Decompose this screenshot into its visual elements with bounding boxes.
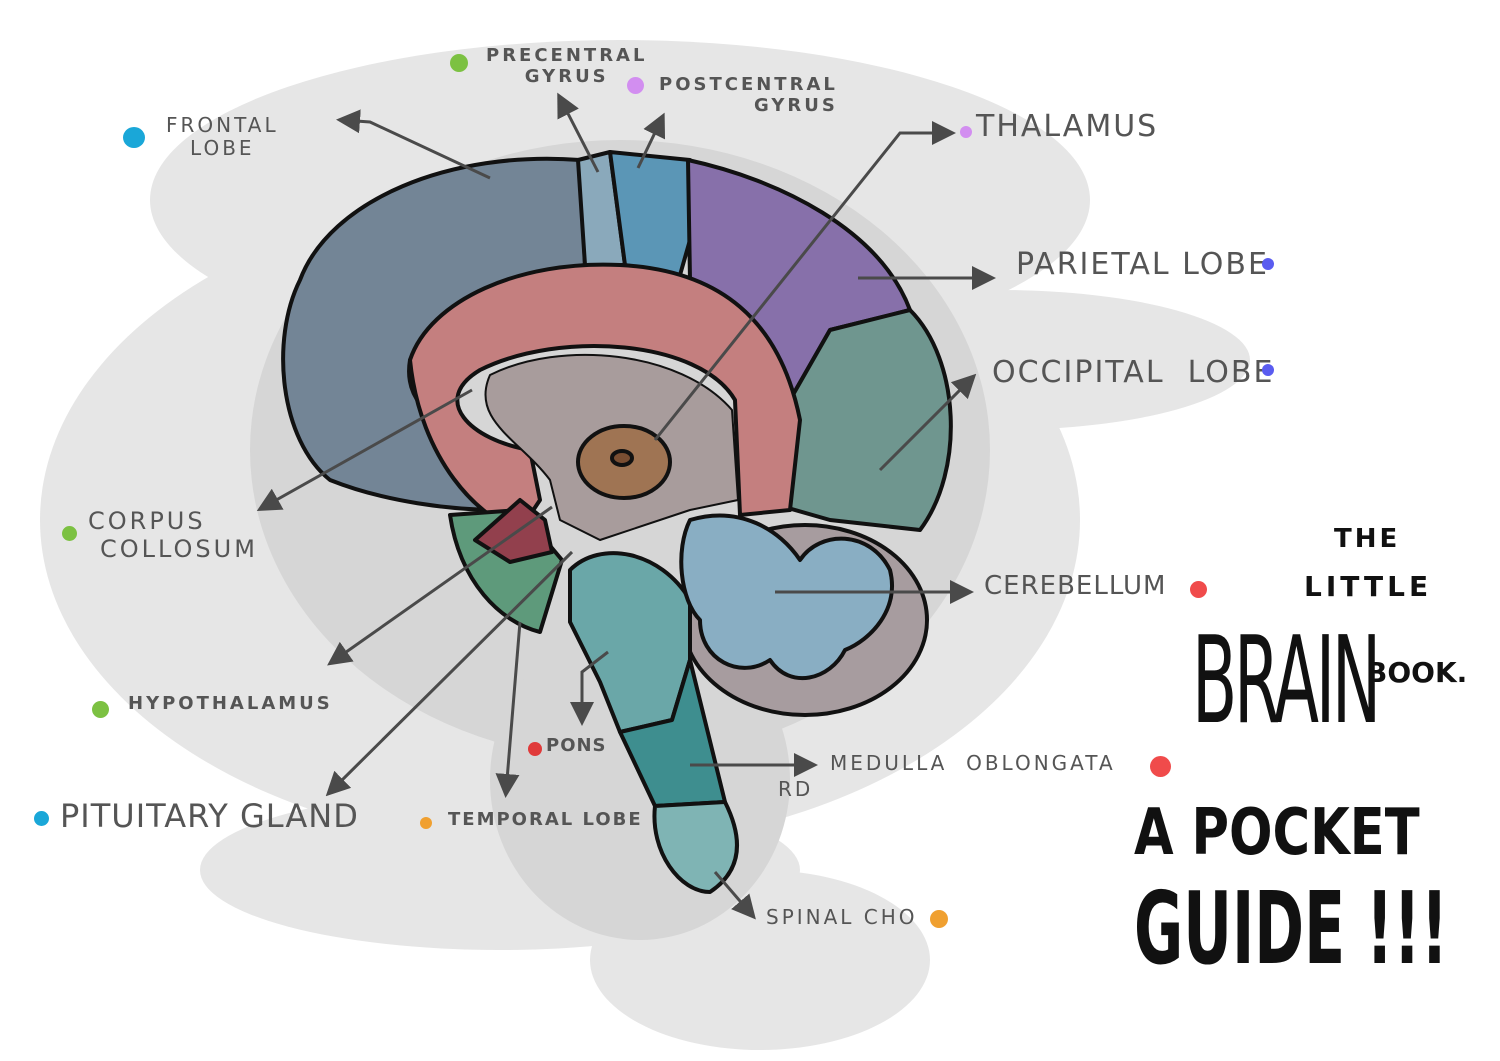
label-line: COLLOSUM bbox=[100, 534, 258, 563]
label-arrows bbox=[256, 92, 996, 920]
parietal-dot bbox=[1262, 258, 1274, 270]
temporal-dot bbox=[420, 817, 432, 829]
medulla-continuation-label: RD bbox=[778, 777, 814, 801]
medulla-oblongata-label: MEDULLA OBLONGATA bbox=[830, 751, 1116, 775]
spinal-dot bbox=[930, 910, 948, 928]
cerebellum-dot bbox=[1190, 581, 1207, 598]
title-little: LITTLE bbox=[1304, 570, 1433, 603]
label-line: GYRUS bbox=[754, 94, 838, 116]
frontal-lobe-label: FRONTAL LOBE bbox=[166, 114, 279, 160]
occipital-lobe-region bbox=[758, 308, 953, 532]
label-line: POSTCENTRAL bbox=[659, 74, 838, 95]
occipital-lobe-label: OCCIPITAL LOBE bbox=[992, 355, 1275, 390]
title-the: THE bbox=[1334, 524, 1401, 554]
title-brain: BRAIN bbox=[1192, 612, 1381, 751]
label-line: FRONTAL bbox=[166, 113, 279, 137]
thalamus-dot bbox=[960, 126, 972, 138]
subtitle-a-pocket: A POCKET bbox=[1134, 796, 1420, 870]
label-line: GYRUS bbox=[524, 65, 609, 87]
pituitary-dot bbox=[34, 811, 49, 826]
occipital-dot bbox=[1262, 364, 1274, 376]
postcentral-gyrus-region bbox=[608, 150, 692, 277]
cerebellum-label: CEREBELLUM bbox=[984, 571, 1167, 601]
pons-dot bbox=[528, 742, 542, 756]
corpus-callosum-label: CORPUS COLLOSUM bbox=[88, 507, 258, 563]
pituitary-gland-label: PITUITARY GLAND bbox=[60, 797, 359, 835]
medulla-dot bbox=[1150, 756, 1171, 777]
frontal-dot bbox=[123, 127, 145, 148]
cerebellum-inner-region bbox=[679, 513, 894, 680]
label-line: CORPUS bbox=[88, 507, 206, 535]
subtitle-guide: GUIDE !!! bbox=[1134, 870, 1449, 987]
spinal-cord-label: SPINAL CHO bbox=[766, 905, 918, 929]
title-book: BOOK. bbox=[1366, 656, 1468, 689]
hypothalamus-label: HYPOTHALAMUS bbox=[128, 693, 333, 714]
medulla-region bbox=[618, 658, 727, 808]
pons-label: PONS bbox=[546, 735, 607, 756]
parietal-lobe-label: PARIETAL LOBE bbox=[1016, 247, 1269, 282]
label-line: PRECENTRAL bbox=[486, 45, 648, 66]
temporal-lobe-label: TEMPORAL LOBE bbox=[448, 809, 643, 830]
hypothalamus-dot bbox=[92, 701, 109, 718]
thalamus-label: THALAMUS bbox=[976, 109, 1159, 144]
spinal-cord-region bbox=[652, 800, 739, 894]
label-line: LOBE bbox=[190, 136, 255, 160]
precentral-gyrus-label: PRECENTRAL GYRUS bbox=[486, 45, 648, 87]
postcentral-dot bbox=[627, 77, 644, 94]
postcentral-gyrus-label: POSTCENTRAL GYRUS bbox=[659, 74, 838, 116]
corpus-dot bbox=[62, 526, 77, 541]
precentral-dot bbox=[450, 54, 468, 72]
brain-regions bbox=[281, 150, 953, 894]
